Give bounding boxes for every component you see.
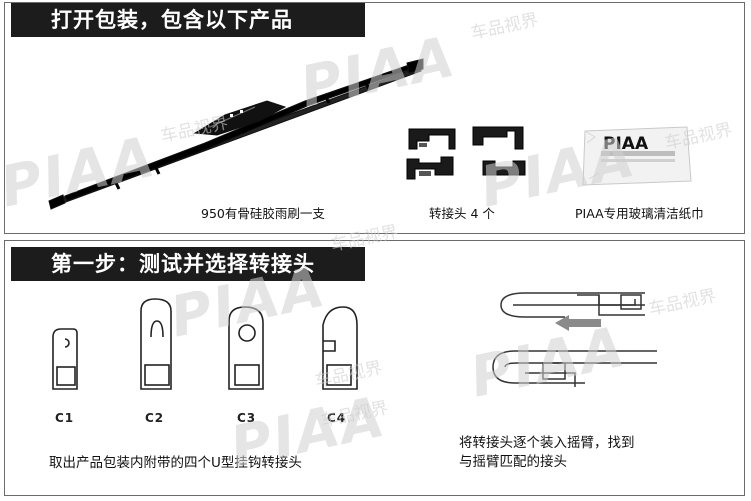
adapter-label-c1: C1 bbox=[55, 411, 75, 425]
wipe-brand-label: PIAA bbox=[603, 134, 649, 154]
adapter-label-c4: C4 bbox=[327, 411, 347, 425]
adapter-outlines bbox=[52, 298, 358, 390]
right-instruction-line-1: 将转接头逐个装入摇臂，找到 bbox=[459, 435, 635, 451]
adapter-c3-outline bbox=[228, 306, 264, 390]
contents-panel: 打开包装，包含以下产品 bbox=[4, 2, 745, 234]
cleaning-wipe-image: PIAA bbox=[582, 126, 692, 186]
right-instruction-line-2: 与摇臂匹配的接头 bbox=[459, 454, 567, 470]
arm-fitting-diagram bbox=[492, 292, 657, 387]
wiper-caption: 950有骨硅胶雨刷一支 bbox=[201, 206, 325, 221]
wipe-caption: PIAA专用玻璃清洁纸巾 bbox=[575, 206, 704, 221]
adapter-label-c2: C2 bbox=[145, 411, 165, 425]
adapter-label-c3: C3 bbox=[237, 411, 257, 425]
adapter-c1-outline bbox=[52, 328, 78, 390]
wiper-blade-image bbox=[48, 58, 424, 210]
adapters-image bbox=[406, 126, 526, 180]
adapter-c2-outline bbox=[140, 298, 172, 390]
section-2-title: 第一步：测试并选择转接头 bbox=[11, 247, 365, 281]
step-1-panel: 第一步：测试并选择转接头 bbox=[4, 240, 745, 496]
adapter-c4-outline bbox=[322, 306, 358, 390]
section-1-title: 打开包装，包含以下产品 bbox=[11, 3, 365, 37]
left-instruction: 取出产品包装内附带的四个U型挂钩转接头 bbox=[49, 455, 302, 471]
adapter-caption: 转接头 4 个 bbox=[429, 206, 495, 221]
